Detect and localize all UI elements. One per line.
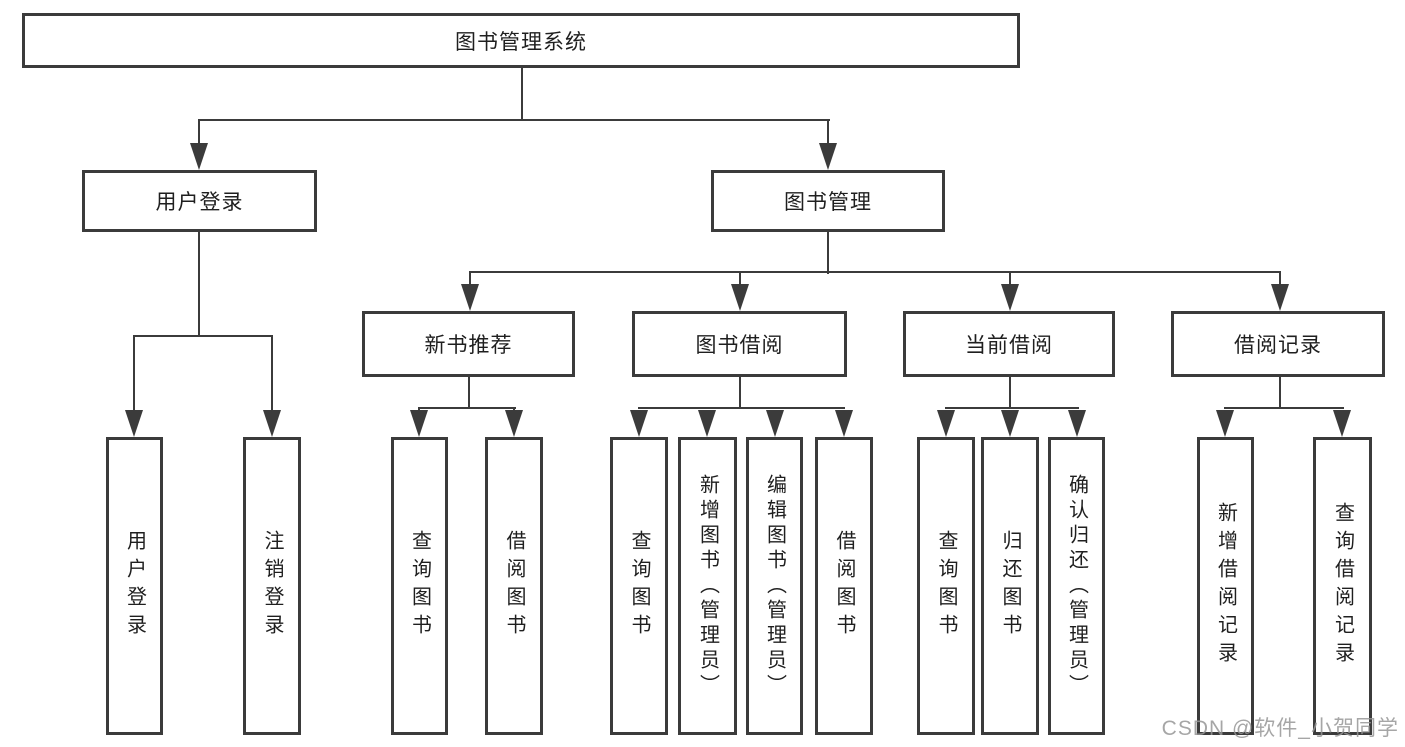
arrow-down-to-query-borrow-record-icon — [1333, 410, 1351, 437]
connector-borrow-records-rail — [1224, 407, 1344, 409]
arrow-down-to-leaf-user-login-icon — [125, 410, 143, 437]
connector-drop-new-book-rec — [469, 271, 471, 289]
node-leaf-borrow-book-rec: 借阅图书 — [485, 437, 543, 735]
node-library-management-system-label: 图书管理系统 — [455, 30, 587, 54]
node-leaf-add-borrow-record: 新增借阅记录 — [1197, 437, 1254, 735]
node-leaf-edit-book-admin-label: 编辑图书（管理员） — [763, 473, 786, 699]
connector-borrow-records-stem — [1279, 377, 1281, 409]
connector-book-mgmt-stem — [827, 232, 829, 274]
arrow-down-to-current-borrow-icon — [1001, 284, 1019, 311]
node-leaf-add-borrow-record-label: 新增借阅记录 — [1214, 502, 1237, 670]
node-leaf-return-book-label: 归还图书 — [999, 530, 1021, 642]
node-current-borrow: 当前借阅 — [903, 311, 1115, 377]
arrow-down-to-leaf-logout-icon — [263, 410, 281, 437]
node-leaf-add-book-admin-label: 新增图书（管理员） — [696, 473, 719, 699]
node-new-book-rec-label: 新书推荐 — [424, 334, 513, 357]
node-leaf-return-book: 归还图书 — [981, 437, 1039, 735]
node-leaf-query-book-borrow-label: 查询图书 — [628, 530, 650, 642]
node-leaf-borrow-book-borrow-label: 借阅图书 — [833, 530, 855, 642]
node-user-login: 用户登录 — [82, 170, 317, 232]
connector-drop-user-login — [198, 119, 200, 147]
arrow-down-to-user-login-icon — [190, 143, 208, 170]
node-leaf-query-borrow-record-label: 查询借阅记录 — [1331, 502, 1354, 670]
node-leaf-query-book-current: 查询图书 — [917, 437, 975, 735]
arrow-down-to-query-book-rec-icon — [410, 410, 428, 437]
node-borrow-records: 借阅记录 — [1171, 311, 1385, 377]
node-leaf-query-book-borrow: 查询图书 — [610, 437, 668, 735]
connector-drop-borrow-records — [1279, 271, 1281, 289]
connector-new-book-rec-rail — [418, 407, 516, 409]
node-leaf-user-login: 用户登录 — [106, 437, 163, 735]
arrow-down-to-book-borrow-icon — [731, 284, 749, 311]
connector-book-borrow-rail — [638, 407, 845, 409]
connector-current-borrow-stem — [1009, 377, 1011, 409]
connector-drop-book-mgmt — [827, 119, 829, 147]
arrow-down-to-query-book-borrow-icon — [630, 410, 648, 437]
arrow-down-to-borrow-records-icon — [1271, 284, 1289, 311]
node-leaf-borrow-book-rec-label: 借阅图书 — [503, 530, 525, 642]
arrow-down-to-new-book-rec-icon — [461, 284, 479, 311]
arrow-down-to-add-book-admin-icon — [698, 410, 716, 437]
connector-user-login-stem — [198, 232, 200, 337]
node-leaf-logout-label: 注销登录 — [261, 530, 283, 642]
arrow-down-to-book-mgmt-icon — [819, 143, 837, 170]
arrow-down-to-confirm-return-admin-icon — [1068, 410, 1086, 437]
node-book-borrow: 图书借阅 — [632, 311, 847, 377]
node-leaf-add-book-admin: 新增图书（管理员） — [678, 437, 737, 735]
node-leaf-confirm-return-admin-label: 确认归还（管理员） — [1065, 473, 1088, 699]
connector-new-book-rec-stem — [468, 377, 470, 409]
node-library-management-system: 图书管理系统 — [22, 13, 1020, 68]
node-leaf-query-borrow-record: 查询借阅记录 — [1313, 437, 1372, 735]
node-borrow-records-label: 借阅记录 — [1234, 334, 1322, 357]
node-leaf-query-book-current-label: 查询图书 — [935, 530, 957, 642]
connector-level3-rail — [469, 271, 1281, 273]
connector-drop-current-borrow — [1009, 271, 1011, 289]
connector-root-stem — [521, 68, 523, 121]
arrow-down-to-borrow-book-borrow-icon — [835, 410, 853, 437]
connector-drop-leaf-logout — [271, 335, 273, 413]
node-leaf-user-login-label: 用户登录 — [123, 530, 146, 642]
node-leaf-edit-book-admin: 编辑图书（管理员） — [746, 437, 803, 735]
node-leaf-borrow-book-borrow: 借阅图书 — [815, 437, 873, 735]
connector-user-login-rail — [133, 335, 273, 337]
connector-book-borrow-stem — [739, 377, 741, 409]
node-new-book-rec: 新书推荐 — [362, 311, 575, 377]
csdn-watermark: CSDN @软件_小贺同学 — [1161, 717, 1399, 740]
connector-drop-book-borrow — [739, 271, 741, 289]
node-leaf-confirm-return-admin: 确认归还（管理员） — [1048, 437, 1105, 735]
node-leaf-logout: 注销登录 — [243, 437, 301, 735]
arrow-down-to-add-borrow-record-icon — [1216, 410, 1234, 437]
node-current-borrow-label: 当前借阅 — [965, 334, 1053, 357]
node-book-borrow-label: 图书借阅 — [695, 334, 784, 357]
arrow-down-to-return-book-icon — [1001, 410, 1019, 437]
node-leaf-query-book-rec: 查询图书 — [391, 437, 448, 735]
node-book-mgmt: 图书管理 — [711, 170, 945, 232]
node-book-mgmt-label: 图书管理 — [784, 191, 872, 214]
connector-current-borrow-rail — [945, 407, 1079, 409]
arrow-down-to-edit-book-admin-icon — [766, 410, 784, 437]
arrow-down-to-query-book-current-icon — [937, 410, 955, 437]
connector-drop-leaf-user-login — [133, 335, 135, 413]
node-user-login-label: 用户登录 — [155, 191, 244, 214]
node-leaf-query-book-rec-label: 查询图书 — [408, 530, 431, 642]
arrow-down-to-borrow-book-rec-icon — [505, 410, 523, 437]
connector-level2-rail — [198, 119, 830, 121]
